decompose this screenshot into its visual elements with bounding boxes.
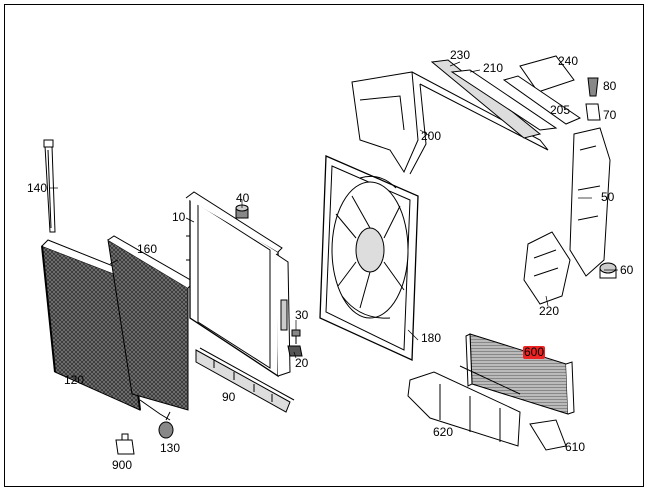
- callout-205[interactable]: 205: [550, 103, 571, 117]
- callout-620[interactable]: 620: [433, 425, 454, 439]
- part-610-mount: [529, 419, 567, 451]
- part-10-radiator: [185, 191, 291, 378]
- callout-30[interactable]: 30: [295, 308, 309, 322]
- callout-120[interactable]: 120: [64, 373, 85, 387]
- part-205-strip: [502, 75, 582, 125]
- part-20-clip: [287, 345, 303, 357]
- part-140-rod: [43, 139, 56, 233]
- callout-610[interactable]: 610: [565, 440, 586, 454]
- callout-200[interactable]: 200: [421, 129, 442, 143]
- part-30-screw: [291, 329, 301, 344]
- part-130-sensor: [158, 411, 174, 439]
- part-160-mesh: [107, 235, 195, 411]
- callout-90[interactable]: 90: [222, 390, 236, 404]
- callout-600-highlighted[interactable]: 600: [523, 345, 546, 359]
- callout-20[interactable]: 20: [295, 356, 309, 370]
- callout-60[interactable]: 60: [620, 263, 634, 277]
- callout-900[interactable]: 900: [112, 458, 133, 472]
- part-900-connector: [115, 433, 135, 455]
- part-180-fan-shroud: [319, 155, 419, 361]
- callout-10[interactable]: 10: [172, 210, 186, 224]
- part-600-cooler: [465, 333, 575, 415]
- part-60-grommet: [599, 262, 617, 279]
- part-220-bracket: [523, 231, 571, 305]
- part-90-shield: [195, 347, 295, 413]
- callout-240[interactable]: 240: [558, 54, 579, 68]
- part-210-strip: [450, 69, 558, 131]
- callout-210[interactable]: 210: [483, 61, 504, 75]
- part-620-duct: [407, 365, 521, 447]
- callout-70[interactable]: 70: [603, 108, 617, 122]
- callout-140[interactable]: 140: [27, 181, 48, 195]
- part-230-strip: [430, 59, 542, 139]
- callout-230[interactable]: 230: [450, 48, 471, 62]
- part-50-side-bracket: [569, 127, 611, 277]
- callout-160[interactable]: 160: [137, 242, 158, 256]
- leader-lines: [50, 61, 618, 359]
- callout-50[interactable]: 50: [601, 190, 615, 204]
- callout-180[interactable]: 180: [421, 331, 442, 345]
- callout-80[interactable]: 80: [603, 79, 617, 93]
- callout-40[interactable]: 40: [236, 191, 250, 205]
- part-80-clip: [587, 77, 599, 97]
- part-70-clip: [585, 103, 601, 121]
- part-240-bracket: [519, 55, 575, 93]
- part-200-carrier: [351, 71, 549, 175]
- callout-130[interactable]: 130: [160, 441, 181, 455]
- callout-220[interactable]: 220: [539, 304, 560, 318]
